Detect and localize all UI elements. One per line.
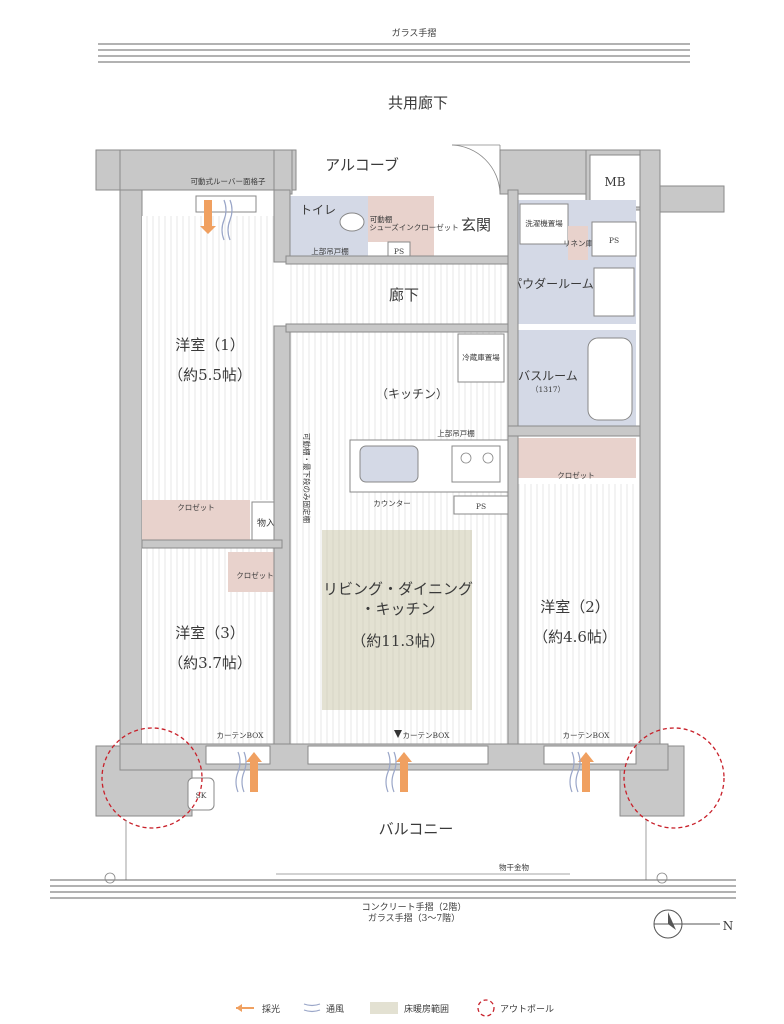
room2-label: 洋室（2） [540,598,610,616]
top-rail-label: ガラス手摺 [392,27,437,39]
light-arrows [200,200,594,792]
top-glass-rail [98,43,690,63]
room1-floor [142,216,274,500]
entrance-label: 玄関 [461,216,491,234]
alcove-label: アルコーブ [325,156,399,174]
curtain-box-2: カーテンBOX [402,731,450,740]
bathroom-label: バスルーム [518,369,578,383]
toilet-bowl [339,212,365,232]
powder-label: パウダールーム [510,276,594,291]
counter-label: カウンター [373,499,411,508]
mb-label: MB [604,175,625,189]
movable-shelf-label: 可動棚 [370,214,393,224]
closet2-label: クロゼット [557,470,595,480]
ps2-label: PS [609,236,619,245]
mb-box [589,154,641,208]
legend-floor-heating: 床暖房範囲 [404,1003,449,1015]
legend: 採光 通風 床暖房範囲 アウトポール [236,999,554,1017]
windows [205,745,637,765]
closet3 [228,552,282,592]
room1-label: 洋室（1） [175,336,245,354]
linen-label: リネン庫 [563,238,593,248]
curtain-box-1: カーテンBOX [216,731,264,740]
movable-shelf [368,196,394,242]
washer-label: 洗濯機置場 [525,218,563,228]
closet3-label: クロゼット [236,570,274,580]
louver-gate-label: 可動式ルーバー面格子 [191,176,266,186]
laundry-label: 物干金物 [499,862,529,872]
hallway-label: 廊下 [389,286,419,304]
hallway-floor [290,262,512,326]
shelf-note: 可動棚・最下段のみ固定棚 [302,433,312,523]
outpole-circle-right [623,727,725,829]
legend-wind: 通風 [326,1004,344,1015]
kitchen-upper-cabinet: 上部吊戸棚 [437,428,475,438]
curtain-box-3: カーテンBOX [562,731,610,740]
compass-icon [653,909,720,939]
washer-box [519,203,569,245]
kitchen-label: （キッチン） [376,387,448,401]
legend-wind-icon [303,1003,321,1007]
closet2 [514,438,636,478]
legend-floor-heating-swatch [370,1002,398,1014]
ldk-size: （約11.3帖） [351,632,444,650]
storage-label: 物入 [257,517,275,529]
legend-outpole-icon [477,999,495,1017]
ldk-label-2: ・キッチン [360,600,435,618]
balcony-label: バルコニー [379,820,454,838]
sink [359,445,419,483]
fridge-box [457,333,505,383]
ps3-label: PS [476,502,486,511]
legend-light: 採光 [262,1003,280,1015]
entrance-door [451,144,501,194]
room3-label: 洋室（3） [175,624,245,642]
washbasin [593,267,635,317]
burner-icon [460,452,472,464]
room3-size: （約3.7帖） [168,654,252,672]
room1-size: （約5.5帖） [168,366,252,384]
corridor-label: 共用廊下 [388,94,448,112]
floor-heating-area [322,530,472,710]
ldk-label: リビング・ダイニング [323,580,473,598]
ps1-label: PS [394,247,404,256]
wind-marks [221,199,581,793]
rail-bottom-label-2: ガラス手摺（3～7階） [368,912,460,924]
sk-box [187,777,215,811]
toilet-upper-cabinet: 上部吊戸棚 [311,246,349,256]
closet1-label: クロゼット [177,502,215,512]
sk-label: SK [196,791,207,800]
bathtub [587,337,633,421]
outpole-circle-left [101,727,203,829]
balcony-rail [50,820,736,899]
closet1 [142,500,250,540]
room2-size: （約4.6帖） [533,628,617,646]
rail-bottom-label-1: コンクリート手摺（2階） [362,901,467,913]
ps2-box [591,221,637,257]
shoe-closet-label: シューズインクローゼット [369,222,459,232]
balcony-marker-icon [394,730,402,738]
room2-floor [514,484,636,746]
burner-icon [482,452,494,464]
north-label: N [723,919,734,933]
fridge-label: 冷蔵庫置場 [462,352,500,362]
bathroom-size: （1317） [531,385,565,394]
legend-outpole: アウトポール [500,1004,554,1015]
linen-shelf [568,226,588,260]
stove [451,445,501,483]
toilet-label: トイレ [300,203,336,217]
